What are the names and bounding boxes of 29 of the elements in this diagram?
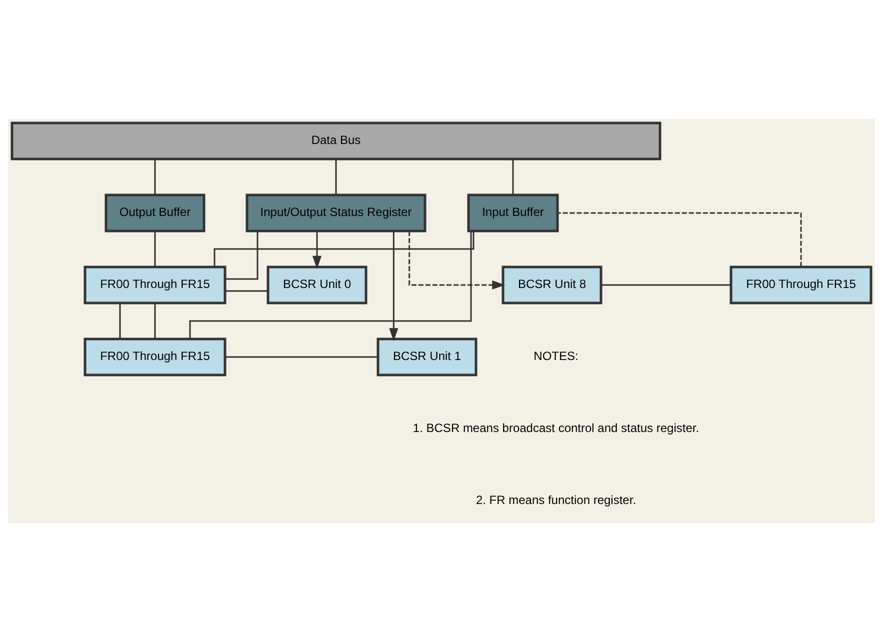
node-box: BCSR Unit 1 — [376, 338, 478, 376]
arrow — [408, 231, 506, 290]
node-box: Data Bus — [10, 122, 662, 160]
label: 1. BCSR means broadcast control and status register. — [412, 421, 700, 436]
connector — [154, 303, 156, 339]
arrow — [389, 231, 398, 342]
node-box: FR00 Through FR15 — [730, 266, 872, 304]
node-box: FR00 Through FR15 — [84, 338, 226, 376]
connector — [214, 231, 474, 267]
connector — [512, 159, 514, 195]
arrow — [312, 231, 322, 269]
connector — [154, 159, 156, 195]
connector — [558, 212, 802, 267]
node-box: Output Buffer — [104, 194, 206, 232]
connector — [225, 231, 258, 280]
connector — [154, 231, 156, 267]
label: NOTES: — [534, 349, 578, 364]
connector — [119, 303, 121, 339]
node-box: Input/Output Status Register — [246, 194, 426, 232]
node-box: BCSR Unit 0 — [266, 266, 368, 304]
connector — [601, 284, 731, 286]
connector — [225, 290, 268, 292]
connector — [189, 231, 472, 339]
connector — [225, 356, 378, 358]
label: 2. FR means function register. — [476, 493, 636, 508]
node-box: Input Buffer — [467, 194, 559, 232]
node-box: BCSR Unit 8 — [502, 266, 602, 304]
node-box: FR00 Through FR15 — [84, 266, 226, 304]
connector — [335, 159, 337, 195]
